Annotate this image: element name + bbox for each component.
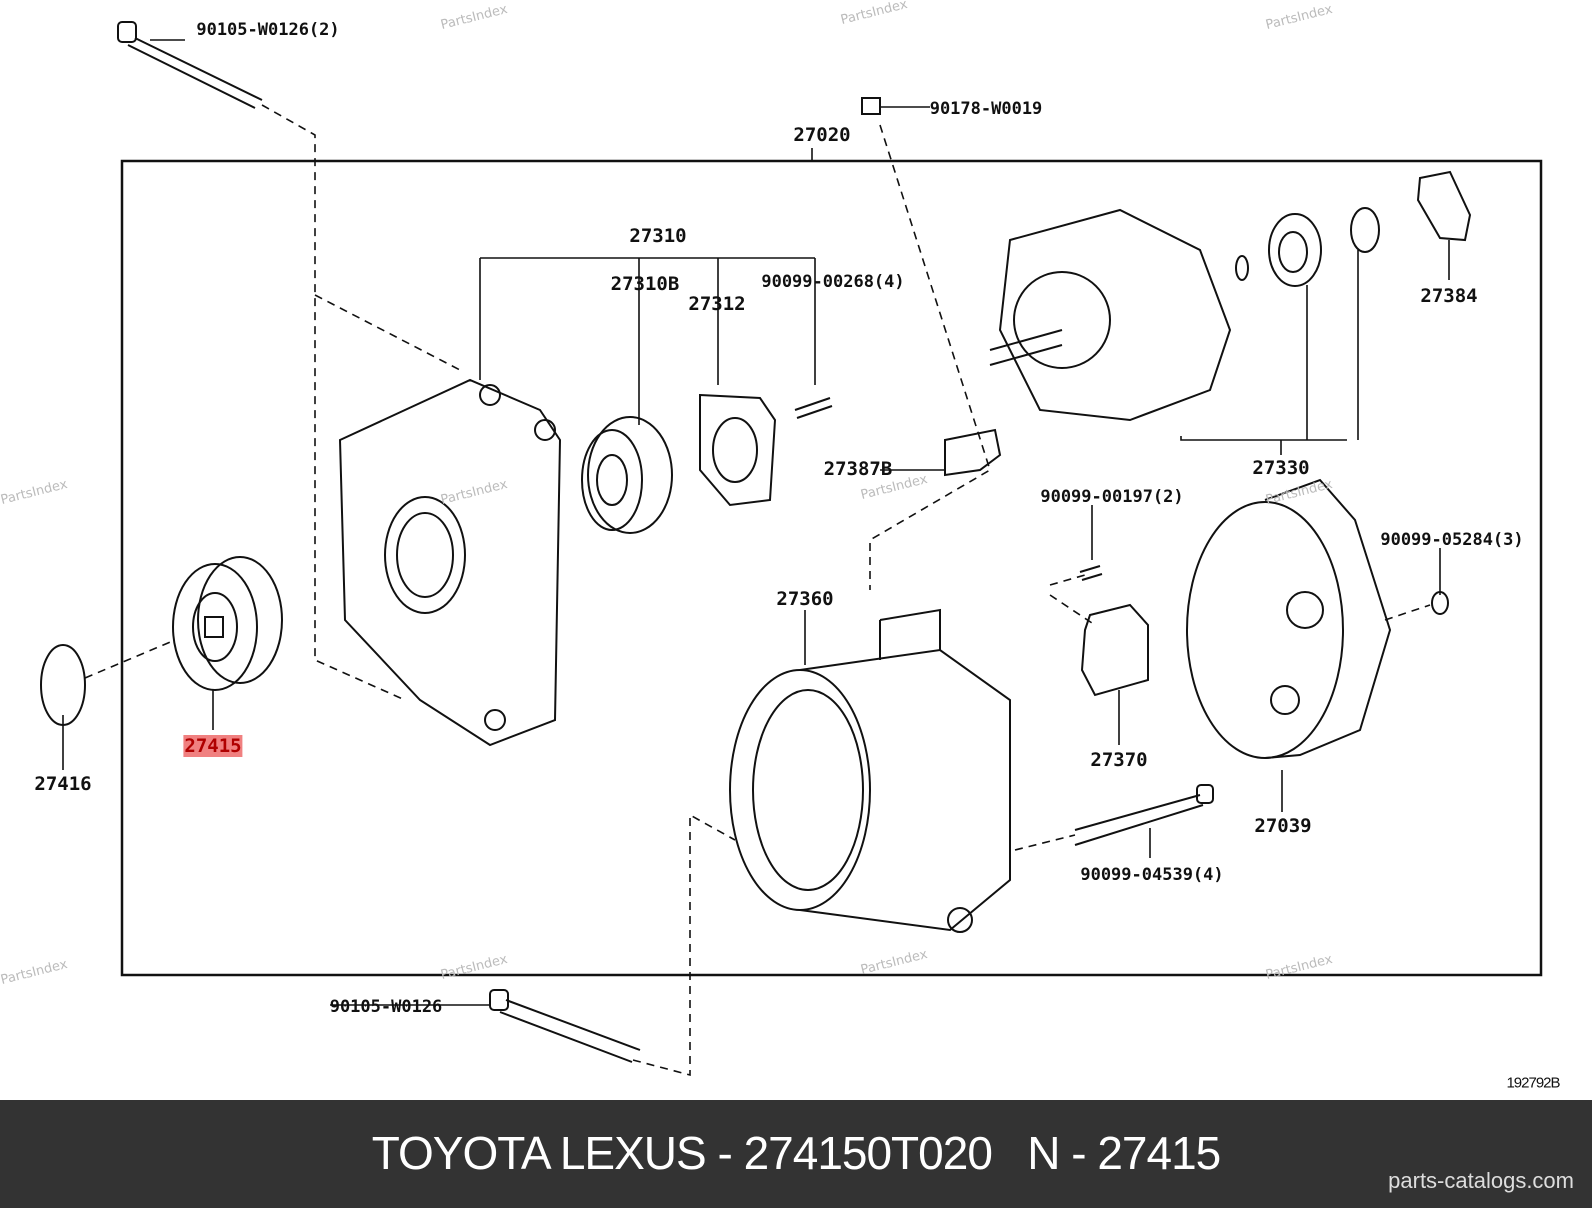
part-label-retainer[interactable]: 27312 (688, 293, 746, 315)
nut-icon (1431, 591, 1449, 615)
part-label-pulley-highlighted[interactable]: 27415 (183, 735, 243, 757)
screw-icon (794, 397, 833, 419)
rear-cover-icon (1186, 478, 1392, 759)
bearing-icon (581, 416, 673, 534)
washer-icon (1350, 207, 1380, 253)
part-label-through-bolts[interactable]: 90099-04539(4) (1080, 865, 1224, 885)
part-label-brush-screws[interactable]: 90099-00197(2) (1040, 487, 1184, 507)
rotor-insulator-icon (1416, 170, 1472, 242)
bolt-top-icon (117, 21, 263, 109)
leader-dashes (84, 104, 1431, 1077)
diagram-reference-code: 192792B (1506, 1074, 1560, 1092)
assembly-frame (120, 159, 1543, 977)
brush-holder-icon (1080, 603, 1149, 697)
footer-title: TOYOTA LEXUS - 274150T020 N - 27415 (371, 1127, 1222, 1179)
part-label-assembly[interactable]: 27020 (793, 124, 851, 146)
part-label-rotor[interactable]: 27330 (1252, 457, 1310, 479)
retainer-plate-icon (699, 393, 777, 507)
part-label-stator[interactable]: 27360 (776, 588, 834, 610)
footer-site-link[interactable]: parts-catalogs.com (1388, 1168, 1574, 1193)
part-label-bolt-top[interactable]: 90105-W0126(2) (196, 20, 340, 40)
part-label-rear-cover[interactable]: 27039 (1254, 815, 1312, 837)
part-label-nuts[interactable]: 90099-05284(3) (1380, 530, 1524, 550)
through-bolt-icon (1074, 784, 1214, 846)
terminal-insulator-icon (944, 428, 1002, 477)
alternator-exploded-diagram (40, 21, 1543, 1077)
footer-bar: TOYOTA LEXUS - 274150T020 N - 27415 part… (0, 1100, 1592, 1208)
terminal-cap-icon (861, 97, 881, 115)
leader-lines (62, 39, 1450, 1006)
part-label-brush-holder[interactable]: 27370 (1090, 749, 1148, 771)
part-label-terminal-cap[interactable]: 90178-W0019 (929, 99, 1043, 119)
drive-end-frame-icon (338, 378, 562, 747)
part-label-pulley-cap[interactable]: 27416 (34, 773, 92, 795)
rotor-bearing-icon (1268, 213, 1322, 287)
rotor-icon (989, 208, 1249, 422)
part-label-bolt-bottom[interactable]: 90105-W0126 (329, 997, 443, 1017)
part-label-retainer-screws[interactable]: 90099-00268(4) (761, 272, 905, 292)
part-label-frame-group[interactable]: 27310 (629, 225, 687, 247)
brush-screw-icon (1079, 565, 1103, 581)
stator-icon (729, 608, 1011, 933)
bolt-bottom-icon (489, 989, 641, 1063)
part-label-rotor-insulator[interactable]: 27384 (1420, 285, 1478, 307)
part-label-bearing[interactable]: 27310B (610, 273, 680, 295)
pulley-icon (172, 556, 283, 691)
part-label-terminal-insulator[interactable]: 27387B (823, 458, 893, 480)
pulley-cap-icon (40, 644, 86, 726)
